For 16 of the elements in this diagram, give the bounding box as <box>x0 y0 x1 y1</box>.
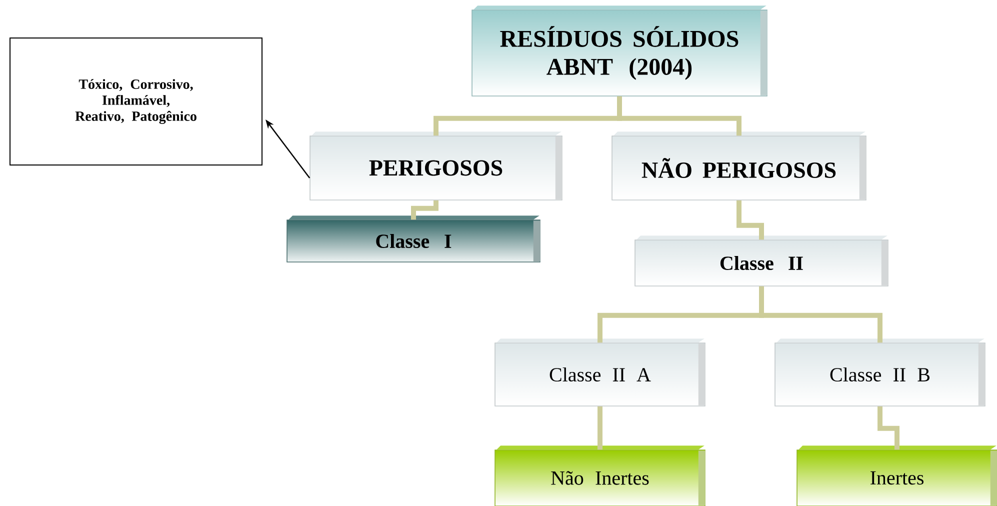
connector-line <box>411 200 438 220</box>
result-box: Não Inertes <box>494 446 706 506</box>
subclass-box: Classe II A <box>494 338 706 406</box>
title-box: RESÍDUOS SÓLIDOS ABNT (2004) <box>472 6 768 96</box>
class-box: Classe I <box>286 216 540 262</box>
category-box: PERIGOSOS <box>310 132 562 200</box>
connector-line <box>736 200 764 240</box>
connector-line <box>759 286 882 343</box>
class-box: Classe II <box>634 236 888 286</box>
connector-line <box>598 406 602 450</box>
note-box: Tóxico, Corrosivo, Inflamável, Reativo, Patogênico <box>10 38 262 166</box>
subclass-box: Classe II B <box>774 338 986 406</box>
connector-line <box>878 406 900 450</box>
category-box: NÃO PERIGOSOS <box>612 132 866 200</box>
result-box: Inertes <box>796 446 997 506</box>
connector-line <box>617 96 742 136</box>
